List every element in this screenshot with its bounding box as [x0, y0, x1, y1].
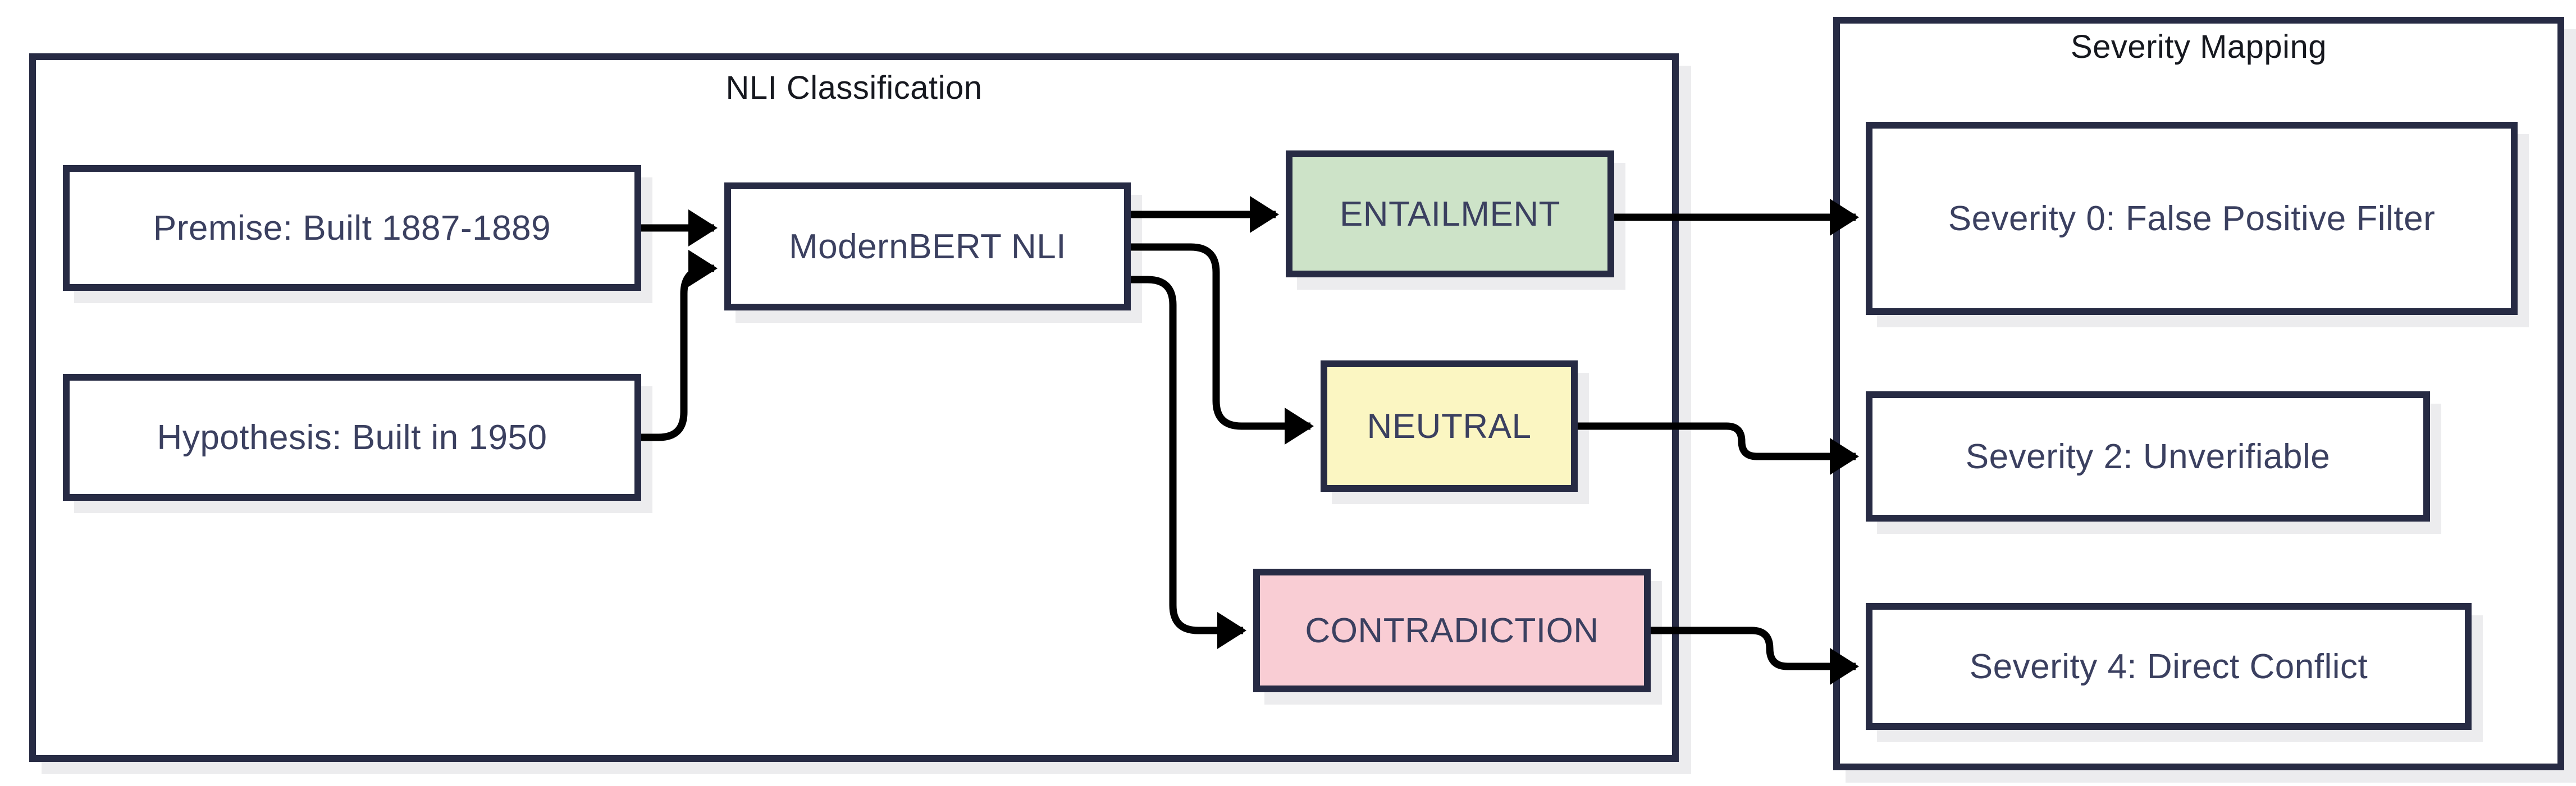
node-neutral: NEUTRAL: [1321, 360, 1578, 492]
group-nli-title: NLI Classification: [725, 70, 983, 106]
node-hypothesis: Hypothesis: Built in 1950: [63, 374, 641, 501]
node-modernbert-nli-label: ModernBERT NLI: [788, 227, 1067, 266]
node-severity-2: Severity 2: Unverifiable: [1866, 391, 2430, 522]
arrow-contradiction-to-severity4: [1651, 627, 1859, 685]
node-severity-0: Severity 0: False Positive Filter: [1866, 122, 2518, 315]
node-contradiction: CONTRADICTION: [1253, 569, 1651, 692]
node-severity-4-label: Severity 4: Direct Conflict: [1969, 647, 2368, 686]
node-entailment-label: ENTAILMENT: [1339, 194, 1561, 234]
node-premise-label: Premise: Built 1887-1889: [153, 208, 551, 248]
node-modernbert-nli: ModernBERT NLI: [724, 182, 1131, 310]
node-entailment: ENTAILMENT: [1286, 150, 1614, 277]
node-severity-0-label: Severity 0: False Positive Filter: [1948, 199, 2436, 238]
node-contradiction-label: CONTRADICTION: [1305, 611, 1599, 650]
node-premise: Premise: Built 1887-1889: [63, 165, 641, 291]
node-severity-2-label: Severity 2: Unverifiable: [1965, 437, 2331, 476]
node-neutral-label: NEUTRAL: [1367, 406, 1532, 446]
group-severity-title: Severity Mapping: [2070, 29, 2327, 65]
node-hypothesis-label: Hypothesis: Built in 1950: [157, 418, 547, 457]
node-severity-4: Severity 4: Direct Conflict: [1866, 603, 2472, 730]
